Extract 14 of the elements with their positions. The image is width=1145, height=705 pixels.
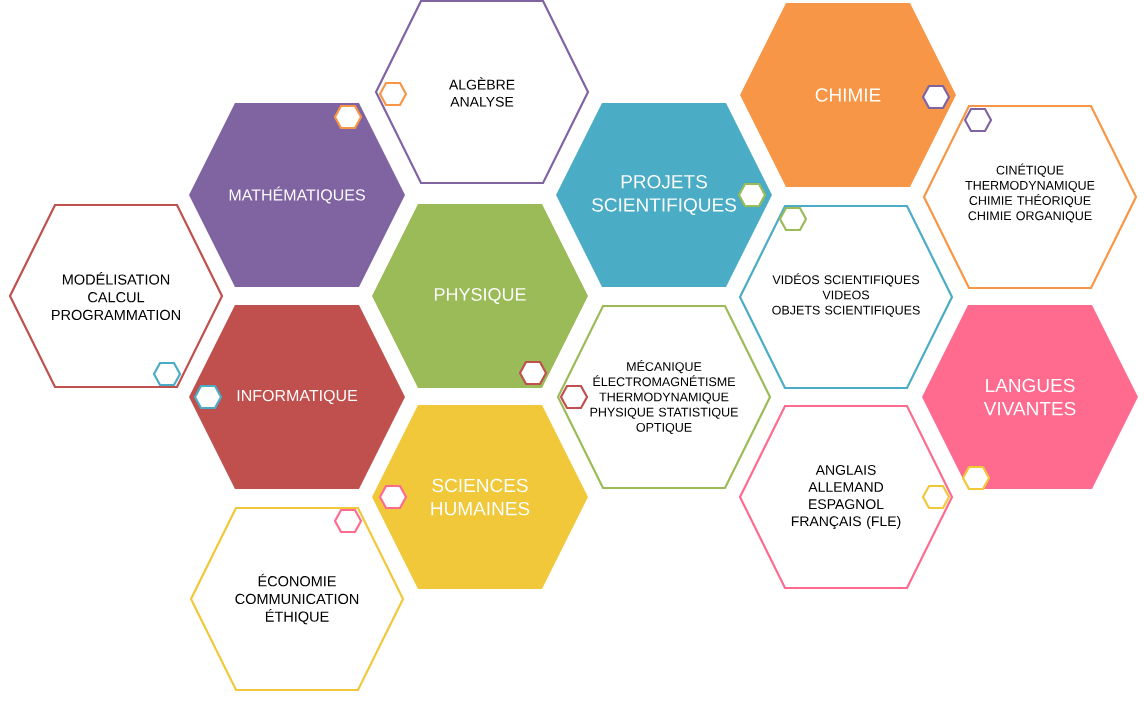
hexagon: LANGUES VIVANTES: [922, 305, 1138, 489]
hexagon: MATHÉMATIQUES: [189, 103, 405, 287]
hexagon: MODÉLISATION CALCUL PROGRAMMATION: [8, 203, 224, 389]
hexagon: CINÉTIQUE THERMODYNAMIQUE CHIMIE THÉORIQUE CHIMIE ORGANIQUE: [922, 104, 1138, 290]
hexagon: VIDÉOS SCIENTIFIQUES VIDEOS OBJETS SCIENTIFIQUES: [738, 204, 954, 390]
hexagon: CHIMIE: [740, 3, 956, 187]
hexagon: SCIENCES HUMAINES: [372, 405, 588, 589]
hexagon: ANGLAIS ALLEMAND ESPAGNOL FRANÇAIS (FLE): [738, 404, 954, 590]
hexagon: ALGÈBRE ANALYSE: [374, 0, 590, 185]
hexagon: PROJETS SCIENTIFIQUES: [556, 103, 772, 287]
hexagon: INFORMATIQUE: [189, 305, 405, 489]
hexagon: ÉCONOMIE COMMUNICATION ÉTHIQUE: [189, 506, 405, 692]
hexagon: MÉCANIQUE ÉLECTROMAGNÉTISME THERMODYNAMIQUE PHYSIQUE STATISTIQUE OPTIQUE: [556, 304, 772, 490]
hexagon: PHYSIQUE: [372, 204, 588, 388]
